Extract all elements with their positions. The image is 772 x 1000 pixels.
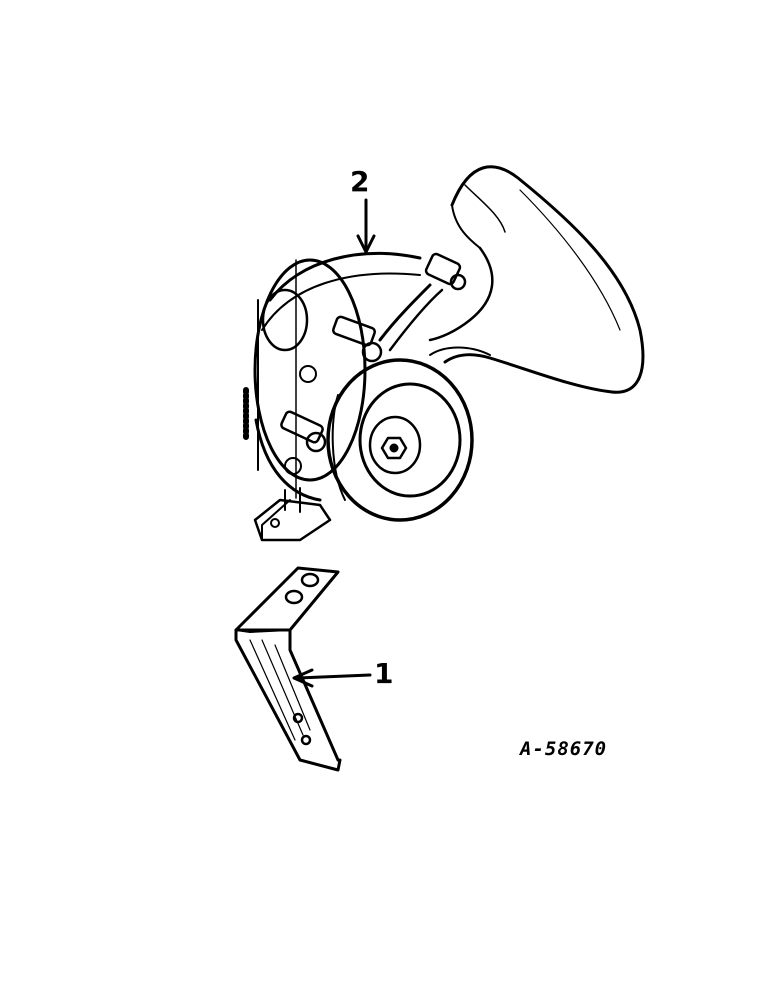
adjusting-nut	[380, 436, 408, 460]
bell-strap	[378, 283, 432, 342]
callout-label-2: 2	[350, 165, 370, 198]
terminal-screws	[280, 315, 383, 475]
front-cover	[326, 358, 474, 522]
callout-label-1: 1	[374, 657, 394, 690]
figure-id-label: A-58670	[520, 738, 608, 760]
horn-bell	[443, 165, 645, 394]
callout-2-arrow	[356, 198, 376, 254]
callout-1-arrow	[292, 668, 372, 688]
angle-bracket	[234, 566, 342, 772]
rear-cap	[261, 288, 309, 352]
horn-assembly	[243, 165, 645, 542]
